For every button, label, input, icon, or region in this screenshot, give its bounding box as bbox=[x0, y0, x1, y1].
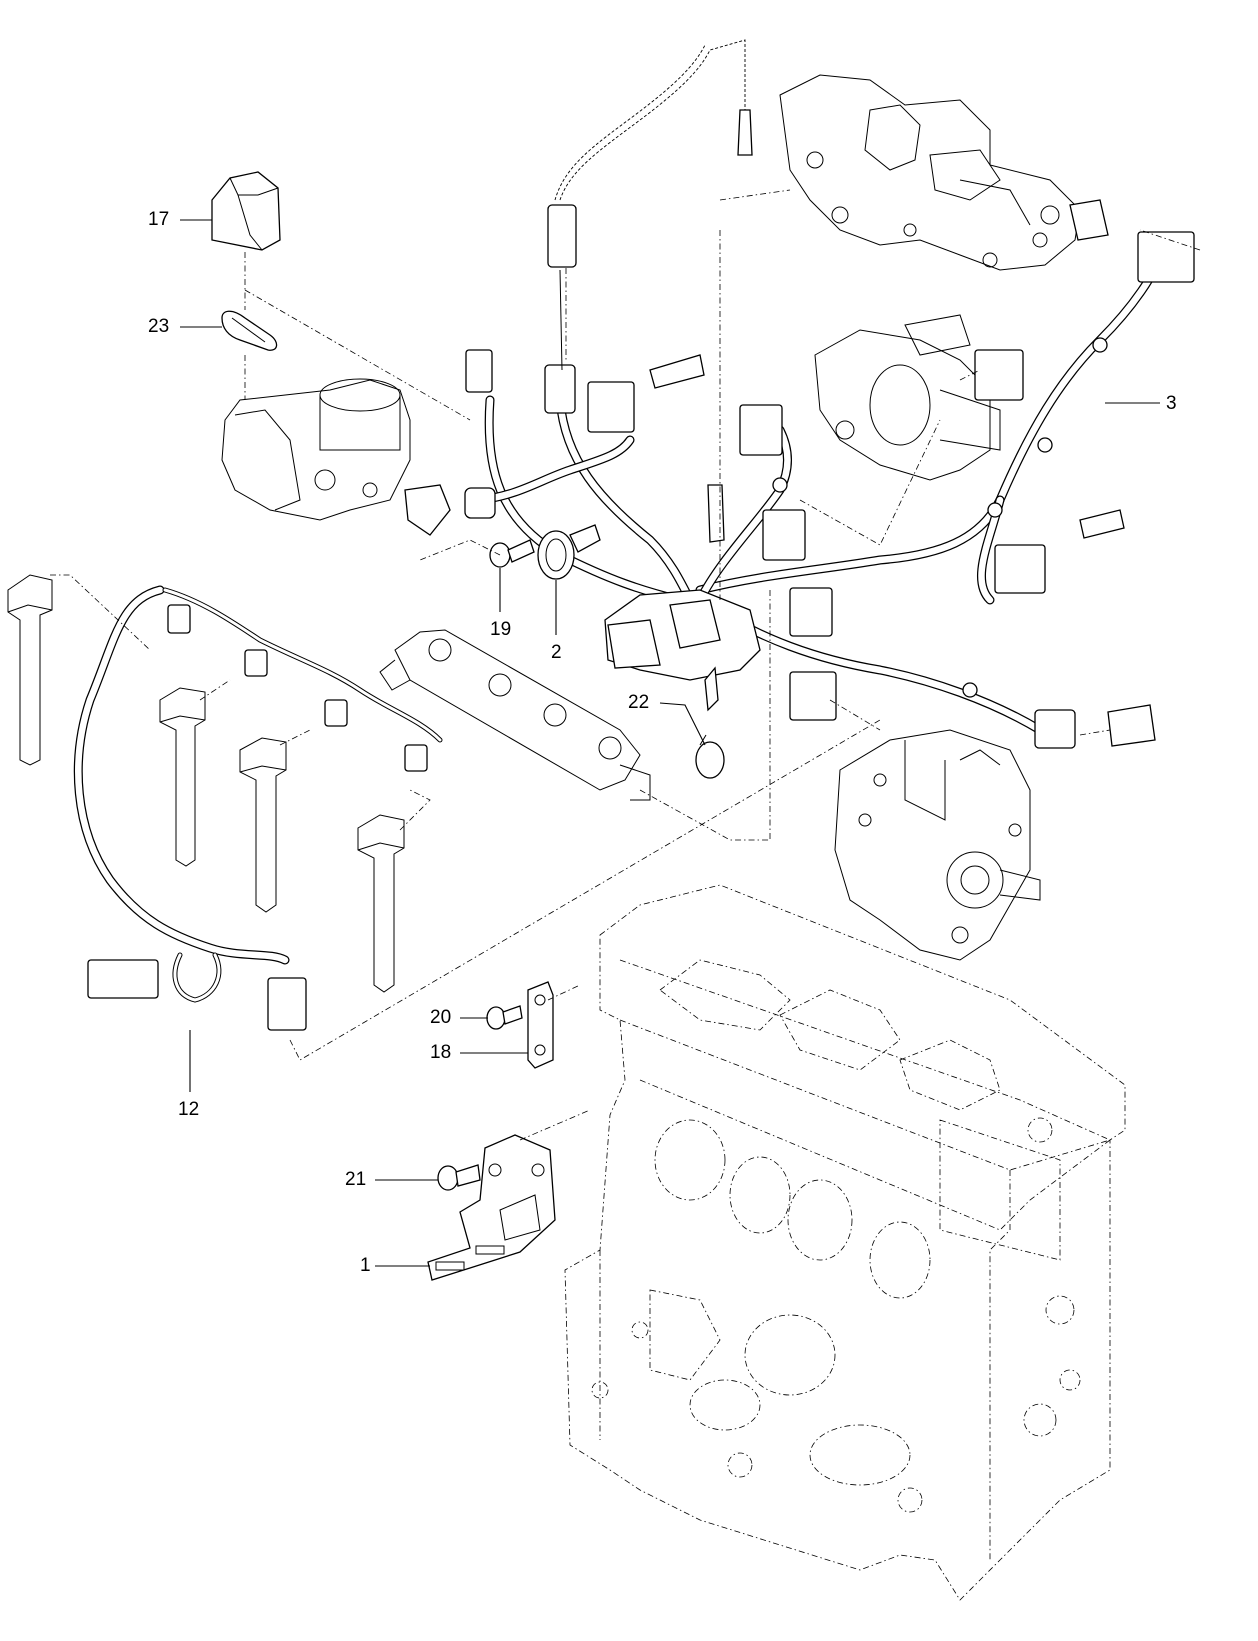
clamp-item-2 bbox=[537, 524, 601, 580]
intake-manifold bbox=[779, 74, 1081, 271]
fuel-injection-pump bbox=[834, 729, 1041, 961]
injector-1 bbox=[7, 574, 53, 766]
injector-3 bbox=[239, 737, 287, 913]
callout-12: 12 bbox=[178, 1099, 200, 1120]
leader-lines bbox=[180, 219, 1160, 1267]
callout-2: 2 bbox=[551, 642, 562, 663]
callout-21: 21 bbox=[345, 1169, 367, 1190]
upper-sensor-lead bbox=[547, 39, 753, 371]
callout-1: 1 bbox=[360, 1255, 371, 1276]
bolt-item-20 bbox=[486, 1005, 523, 1030]
alignment-lines bbox=[50, 189, 1201, 1141]
injector-2 bbox=[159, 687, 206, 867]
callout-20: 20 bbox=[430, 1007, 452, 1028]
bolt-item-21 bbox=[437, 1164, 481, 1191]
cap-item-17 bbox=[211, 171, 281, 251]
callout-23: 23 bbox=[148, 316, 170, 337]
callout-18: 18 bbox=[430, 1042, 452, 1063]
callout-17: 17 bbox=[148, 209, 170, 230]
fuel-rail bbox=[379, 629, 651, 801]
callout-3: 3 bbox=[1166, 393, 1177, 414]
callout-22: 22 bbox=[628, 692, 650, 713]
oring-item-22 bbox=[695, 666, 725, 779]
seal-item-23 bbox=[221, 310, 278, 351]
leader-22 bbox=[659, 702, 706, 746]
bracket-item-18 bbox=[527, 981, 554, 1069]
injector-4 bbox=[357, 814, 405, 993]
injectors bbox=[7, 574, 405, 993]
engine-block bbox=[564, 884, 1126, 1601]
bracket-item-1 bbox=[427, 1134, 556, 1281]
main-harness bbox=[404, 199, 1195, 749]
injector-harness bbox=[73, 585, 443, 1031]
callout-19: 19 bbox=[490, 619, 512, 640]
throttle-body bbox=[221, 378, 411, 521]
egr-valve bbox=[814, 314, 1001, 481]
